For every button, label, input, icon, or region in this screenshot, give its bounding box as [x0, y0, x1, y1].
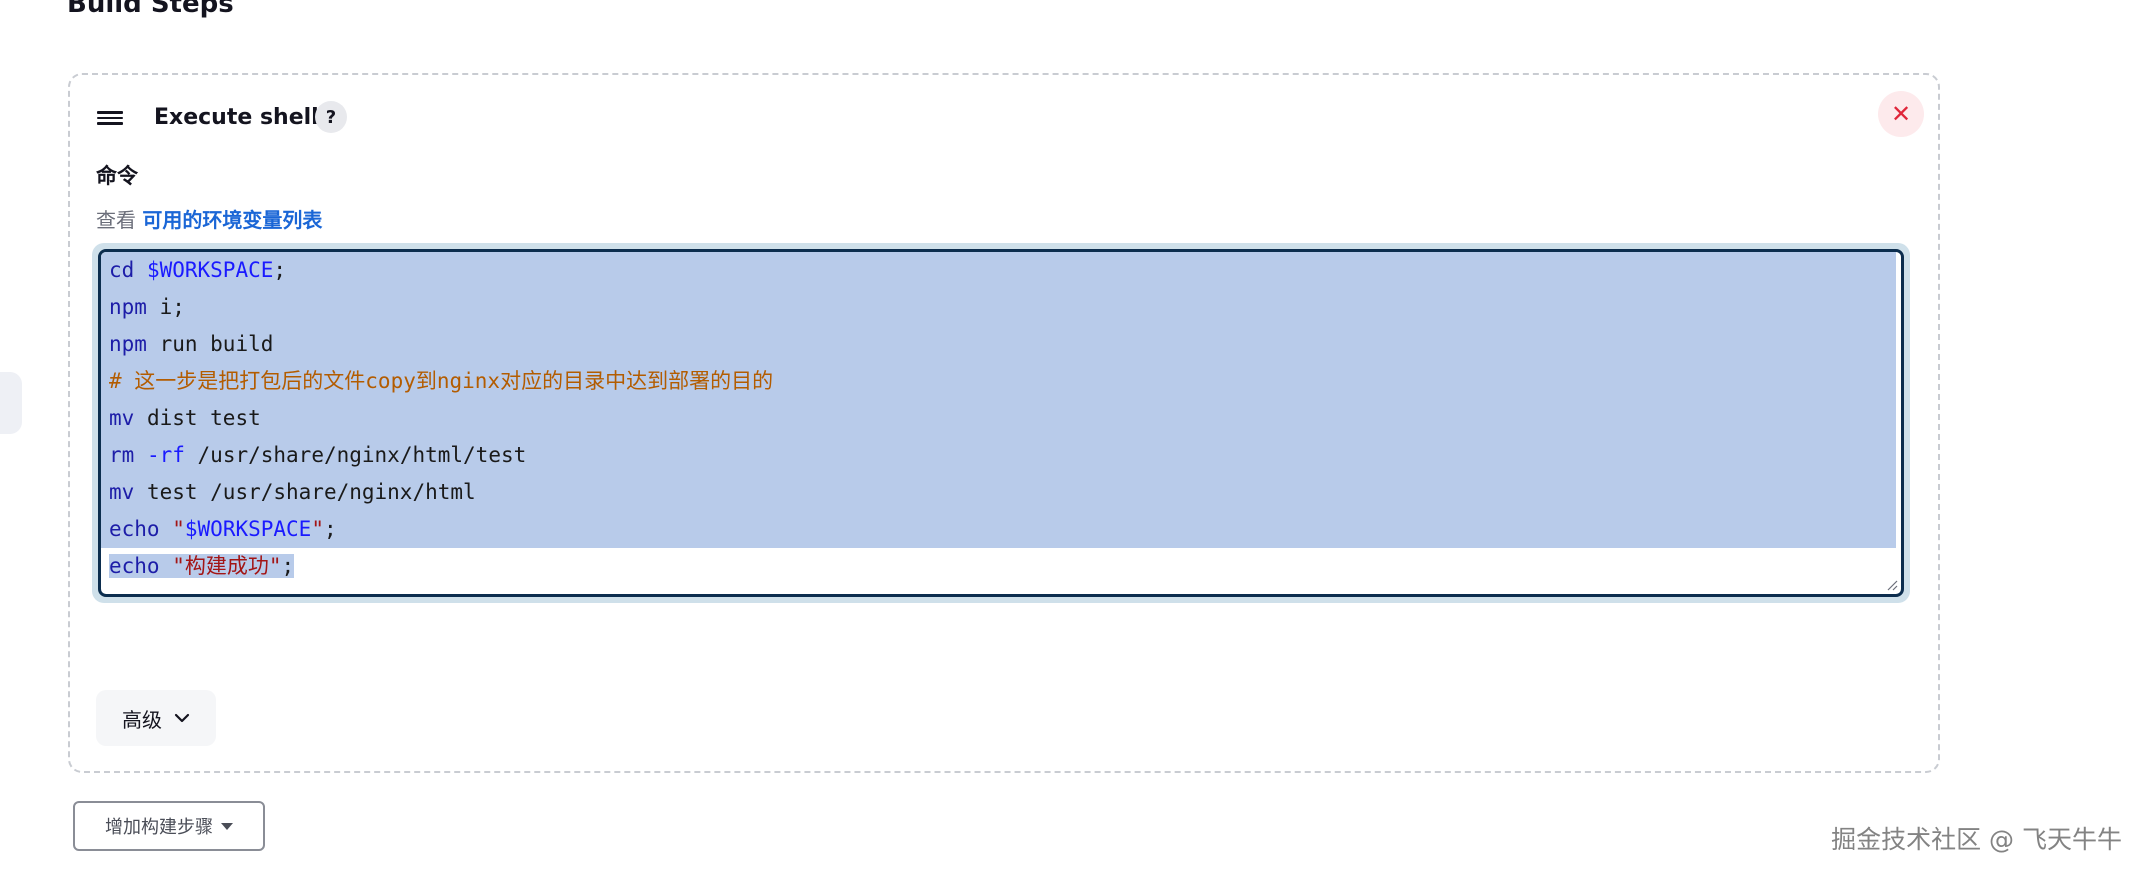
code-token: echo: [109, 554, 160, 578]
code-line: mv dist test: [109, 400, 261, 437]
add-build-step-label: 增加构建步骤: [105, 817, 213, 838]
code-token: cd: [109, 258, 135, 282]
code-token: mv: [109, 480, 135, 504]
code-token: $WORKSPACE: [146, 258, 274, 282]
code-token: ": [172, 517, 185, 541]
code-token: echo: [109, 517, 160, 541]
code-line: rm -rf /usr/share/nginx/html/test: [109, 437, 526, 474]
selection-highlight: [101, 511, 1896, 548]
code-token: test /usr/share/nginx/html: [134, 480, 476, 504]
code-line: echo "构建成功";: [109, 548, 295, 585]
code-line: npm i;: [109, 289, 185, 326]
add-build-step-button[interactable]: 增加构建步骤: [73, 801, 265, 851]
code-token: ;: [323, 517, 337, 541]
command-editor[interactable]: cd $WORKSPACE;npm i;npm run build# 这一步是把…: [98, 249, 1904, 597]
env-vars-hint: 查看 可用的环境变量列表: [96, 205, 322, 235]
step-title: Execute shell: [154, 105, 319, 130]
selection-highlight: [101, 400, 1896, 437]
code-token: npm: [109, 295, 147, 319]
code-token: "构建成功": [172, 554, 282, 578]
code-line: echo "$WORKSPACE";: [109, 511, 337, 548]
code-line: # 这一步是把打包后的文件copy到nginx对应的目录中达到部署的目的: [109, 363, 773, 400]
code-token: $WORKSPACE: [184, 517, 312, 541]
drag-handle-icon[interactable]: [97, 108, 123, 128]
build-step-card: Execute shell ? ✕ 命令 查看 可用的环境变量列表 cd $WO…: [68, 73, 1940, 773]
resize-grip-icon[interactable]: [1886, 579, 1898, 591]
env-vars-link[interactable]: 可用的环境变量列表: [142, 208, 323, 232]
caret-down-icon: [221, 822, 233, 830]
code-token: # 这一步是把打包后的文件copy到nginx对应的目录中达到部署的目的: [109, 369, 774, 393]
selection-highlight: [101, 252, 1896, 289]
selection-highlight: [101, 326, 1896, 363]
code-line: mv test /usr/share/nginx/html: [109, 474, 476, 511]
close-icon[interactable]: ✕: [1878, 91, 1924, 137]
code-line: cd $WORKSPACE;: [109, 252, 286, 289]
advanced-label: 高级: [122, 707, 162, 732]
watermark: 掘金技术社区 @ 飞天牛牛: [1831, 825, 2122, 854]
selection-highlight: [101, 289, 1896, 326]
command-editor-focus-ring: cd $WORKSPACE;npm i;npm run build# 这一步是把…: [92, 243, 1910, 603]
selection-highlight: [101, 437, 1896, 474]
code-token: ;: [281, 554, 295, 578]
command-label: 命令: [96, 164, 138, 188]
code-token: -rf: [146, 443, 185, 467]
code-line: npm run build: [109, 326, 273, 363]
code-token: [134, 443, 147, 467]
code-token: ;: [273, 258, 287, 282]
code-token: rm: [109, 443, 135, 467]
env-vars-prefix: 查看: [96, 208, 143, 232]
code-token: i;: [146, 295, 185, 319]
side-panel-tab[interactable]: [0, 372, 22, 434]
code-token: npm: [109, 332, 147, 356]
selection-highlight: [101, 363, 1896, 400]
code-token: [160, 554, 173, 578]
help-icon[interactable]: ?: [315, 101, 347, 133]
code-token: [160, 517, 173, 541]
code-token: mv: [109, 406, 135, 430]
selection-highlight: [101, 474, 1896, 511]
code-token: ": [311, 517, 324, 541]
code-token: /usr/share/nginx/html/test: [184, 443, 527, 467]
chevron-down-icon: [174, 713, 190, 723]
code-token: dist test: [134, 406, 261, 430]
code-token: run build: [146, 332, 274, 356]
advanced-toggle-button[interactable]: 高级: [96, 690, 216, 746]
code-token: [134, 258, 147, 282]
section-heading: Build Steps: [67, 0, 234, 19]
